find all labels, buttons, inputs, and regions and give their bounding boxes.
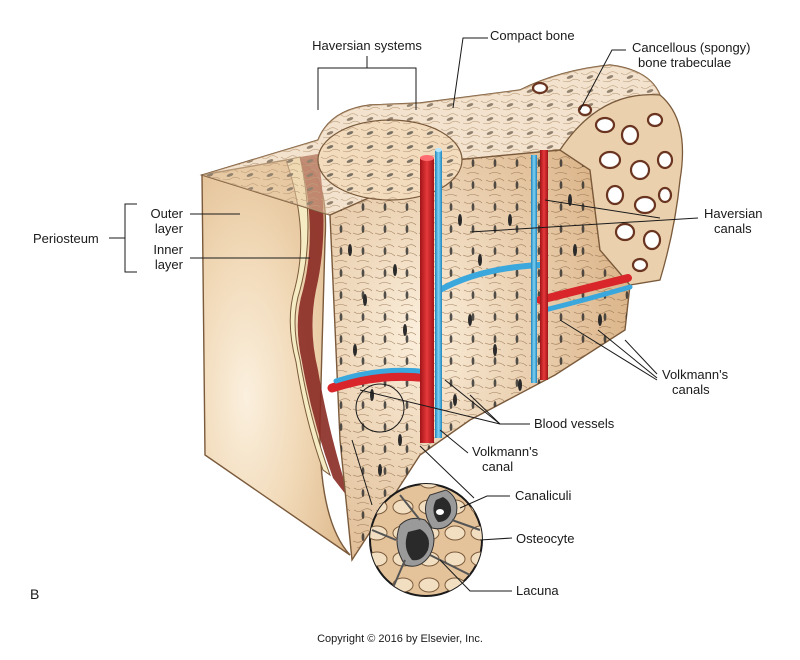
label-volkmanns-canals-1: Volkmann's xyxy=(662,367,729,382)
label-inner-2: layer xyxy=(155,257,184,272)
copyright-notice: Copyright © 2016 by Elsevier, Inc. xyxy=(317,633,483,645)
label-lacuna: Lacuna xyxy=(516,583,559,598)
label-haversian-canals-2: canals xyxy=(714,221,752,236)
lacunae xyxy=(348,194,602,476)
bone-front-face xyxy=(201,159,351,556)
label-outer-1: Outer xyxy=(150,206,183,221)
label-compact-bone: Compact bone xyxy=(490,28,575,43)
label-haversian-systems: Haversian systems xyxy=(312,38,422,53)
periosteum-outer-layer xyxy=(285,156,332,477)
label-volkmanns-canals-2: canals xyxy=(672,382,710,397)
label-inner-1: Inner xyxy=(153,242,183,257)
label-outer-2: layer xyxy=(155,221,184,236)
label-volkmanns-canal-2: canal xyxy=(482,459,513,474)
vein-main xyxy=(435,150,442,438)
vein-secondary xyxy=(531,155,537,383)
label-haversian-canals-1: Haversian xyxy=(704,206,763,221)
leader-lines xyxy=(109,37,699,592)
label-cancellous-2: bone trabeculae xyxy=(638,55,731,70)
label-cancellous-1: Cancellous (spongy) xyxy=(632,40,751,55)
cancellous-bone xyxy=(531,81,684,286)
periosteum-inner-layer xyxy=(297,154,350,500)
osteocyte-zoom xyxy=(369,483,483,597)
panel-letter: B xyxy=(30,586,40,602)
label-periosteum: Periosteum xyxy=(33,231,99,246)
artery-main xyxy=(420,158,434,443)
label-blood-vessels: Blood vessels xyxy=(534,416,615,431)
artery-secondary xyxy=(540,150,548,380)
volkmanns-canal-vessels xyxy=(327,262,633,393)
label-canaliculi: Canaliculi xyxy=(515,488,571,503)
label-volkmanns-canal-1: Volkmann's xyxy=(472,444,539,459)
label-osteocyte: Osteocyte xyxy=(516,531,575,546)
